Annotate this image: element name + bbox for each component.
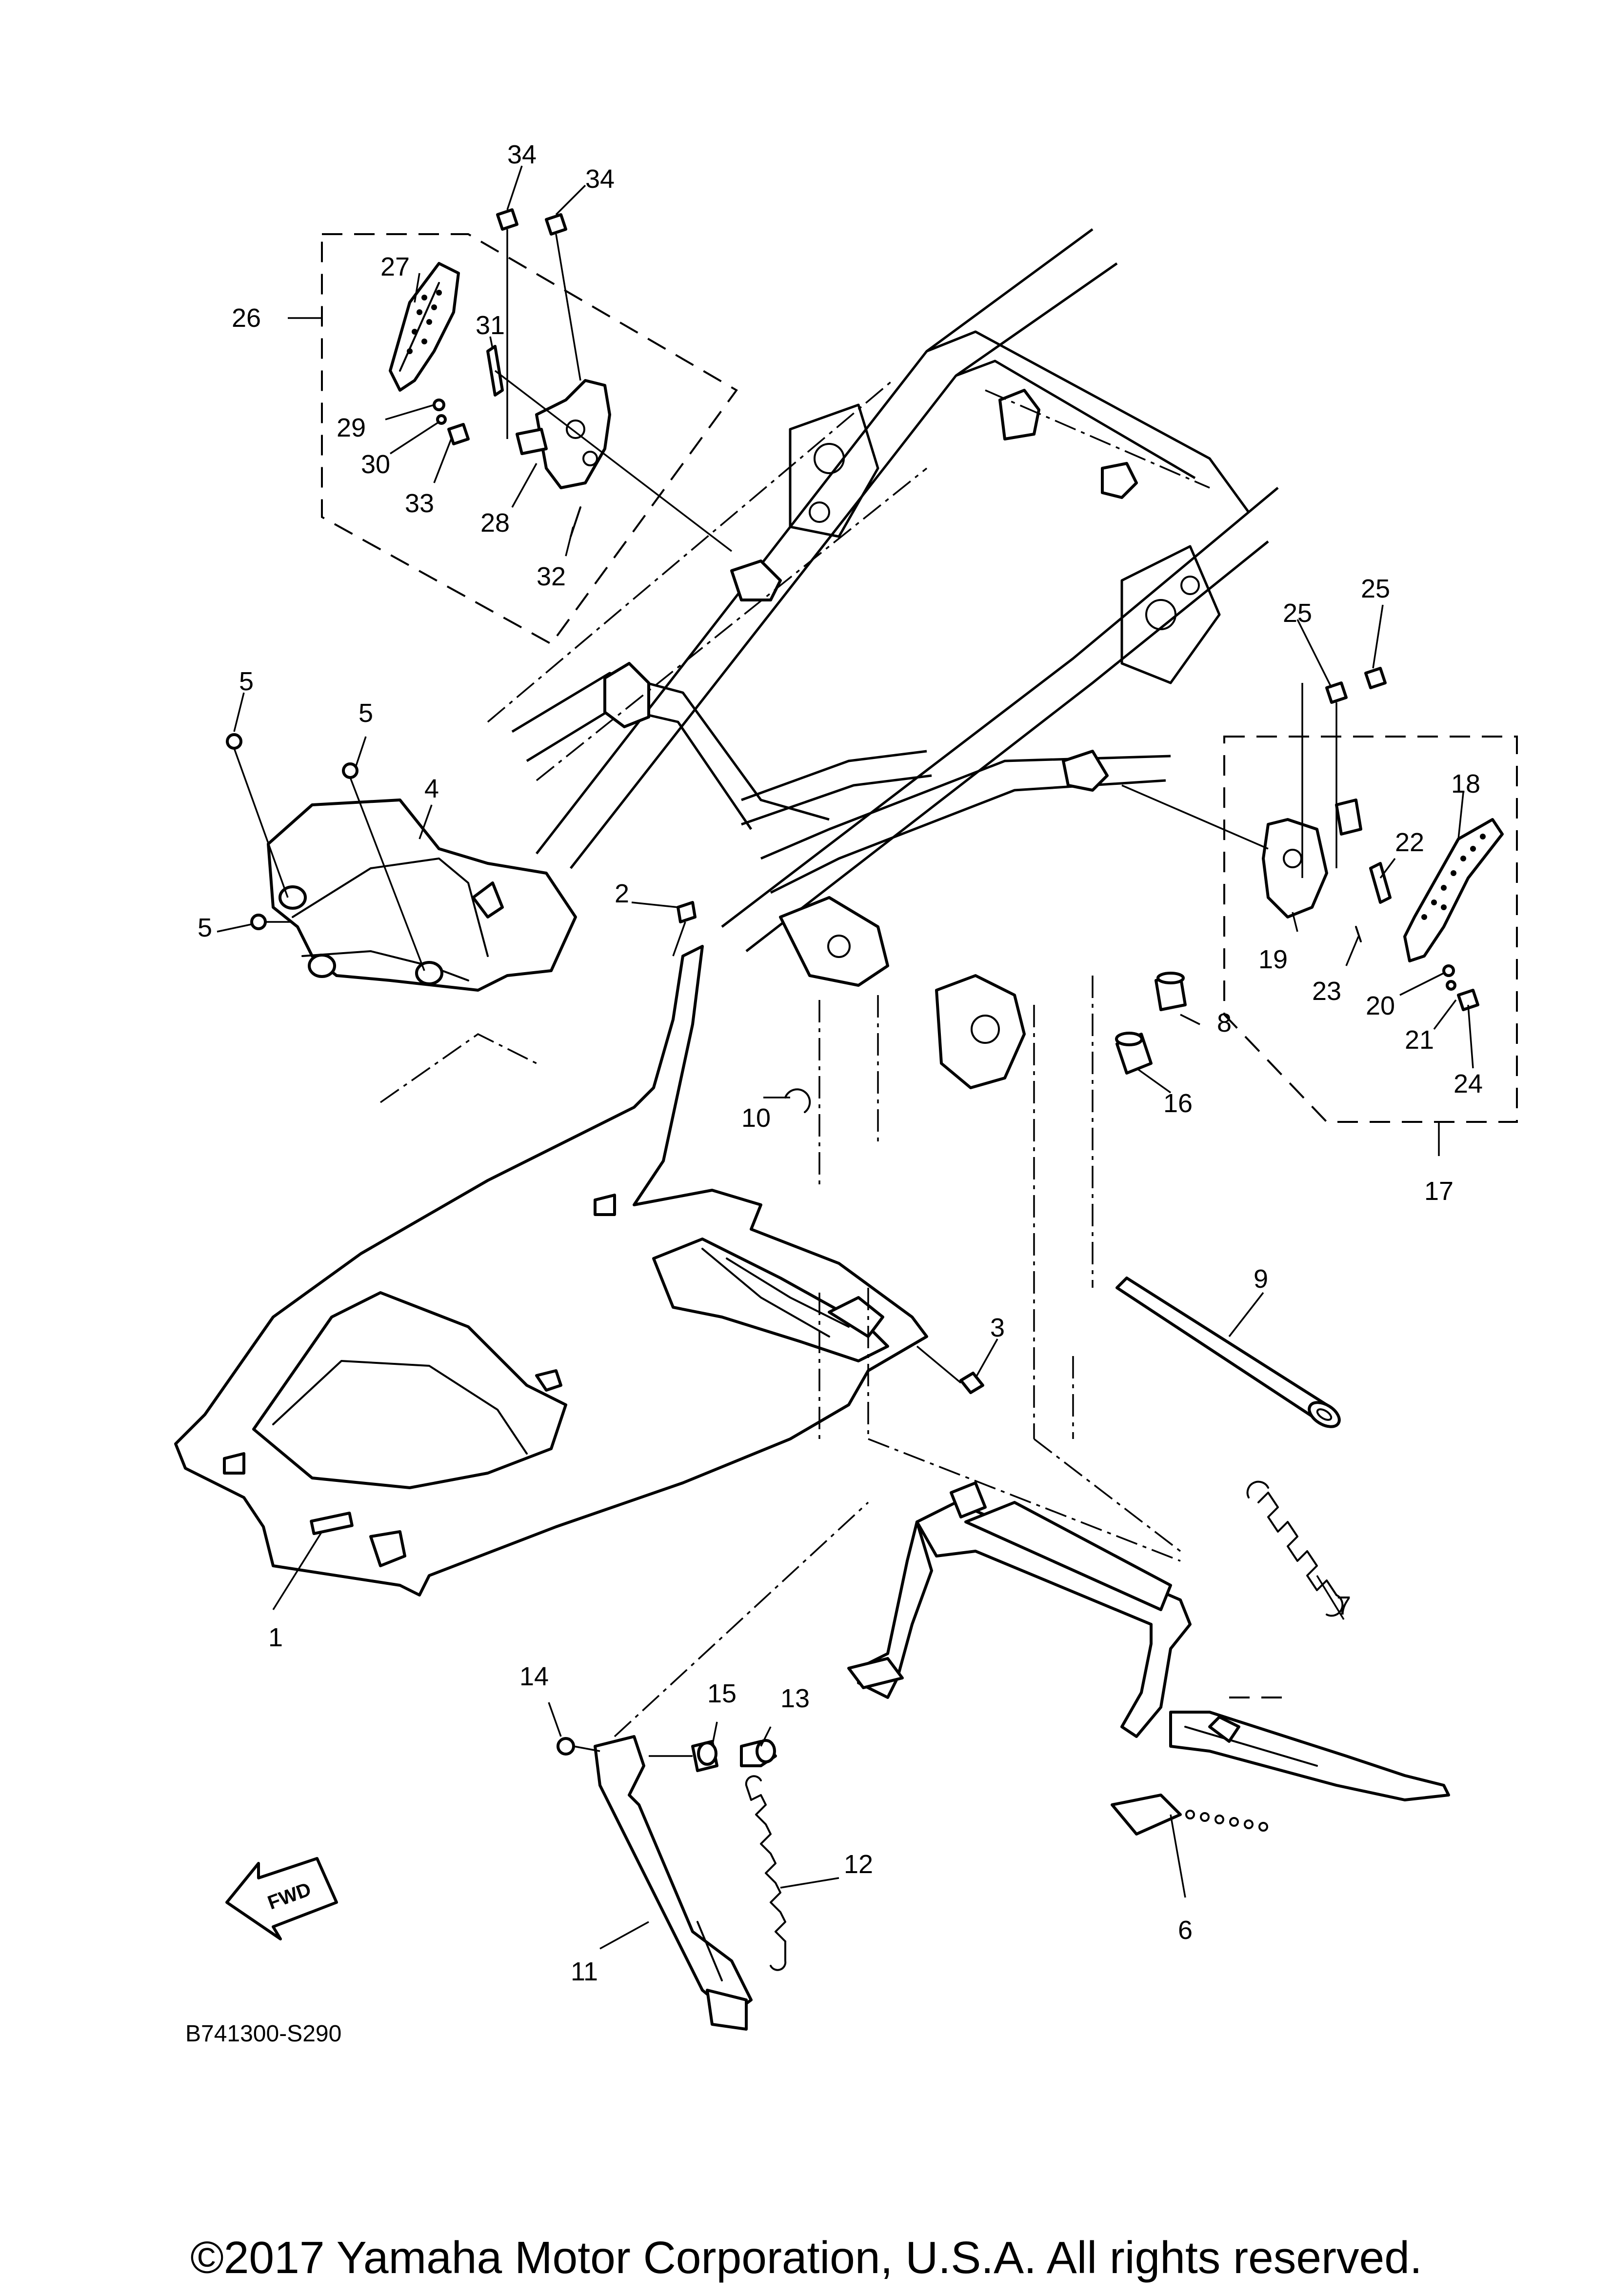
callout-23: 23 <box>1312 977 1341 1006</box>
forward-direction-arrow: FWD <box>225 1857 338 1940</box>
callout-29: 29 <box>337 413 366 442</box>
part-side-stand <box>594 1501 869 2031</box>
part-fasteners-13-15 <box>557 1737 777 1772</box>
drawing-code: B741300-S290 <box>185 2021 341 2047</box>
callout-24: 24 <box>1454 1069 1483 1098</box>
callout-20: 20 <box>1366 991 1395 1020</box>
callout-8: 8 <box>1217 1008 1232 1038</box>
part-footrest-right <box>1403 818 1504 962</box>
callout-34a: 34 <box>507 140 537 169</box>
callout-2: 2 <box>615 879 629 908</box>
callout-28: 28 <box>480 508 510 538</box>
part-footrest-bracket-right <box>1262 799 1362 918</box>
callout-34b: 34 <box>585 164 615 194</box>
callout-16: 16 <box>1163 1089 1193 1118</box>
part-small-hardware-right <box>1121 784 1479 1011</box>
group-26-outline <box>288 233 738 645</box>
part-bolts-34 <box>496 208 581 439</box>
callout-32: 32 <box>537 562 566 591</box>
callout-27: 27 <box>380 252 410 281</box>
callout-labels: 1 2 3 4 5 5 5 6 7 8 9 10 11 12 13 14 15 … <box>198 140 1483 1986</box>
callout-15: 15 <box>707 1679 737 1708</box>
callout-11: 11 <box>571 1957 598 1986</box>
part-side-cover <box>267 799 577 992</box>
callout-10: 10 <box>741 1103 771 1133</box>
callout-17: 17 <box>1424 1177 1454 1206</box>
callout-25a: 25 <box>1283 599 1312 628</box>
callout-33: 33 <box>405 489 434 518</box>
part-pivot-shaft <box>1033 976 1341 1439</box>
part-footrest-bracket-left <box>516 379 611 489</box>
part-clip <box>677 901 697 923</box>
callout-22: 22 <box>1395 828 1424 857</box>
callout-13: 13 <box>780 1684 810 1713</box>
part-bolt-3 <box>916 1345 984 1394</box>
part-bolts-25 <box>1301 667 1387 878</box>
callout-6: 6 <box>1178 1916 1193 1945</box>
callout-7: 7 <box>1336 1591 1351 1620</box>
callout-12: 12 <box>844 1850 873 1879</box>
callout-30: 30 <box>361 450 390 479</box>
callout-9: 9 <box>1254 1264 1268 1294</box>
part-screws <box>226 733 425 971</box>
callout-4: 4 <box>424 774 439 803</box>
part-under-cover <box>174 945 928 1597</box>
callout-5a: 5 <box>239 667 254 696</box>
callout-5b: 5 <box>358 699 373 728</box>
part-dampers <box>1115 972 1187 1075</box>
part-stand-spring <box>1229 1480 1344 1698</box>
copyright-notice: ©2017 Yamaha Motor Corporation, U.S.A. A… <box>190 2232 1422 2283</box>
callout-3: 3 <box>990 1313 1005 1342</box>
callout-19: 19 <box>1258 945 1288 974</box>
part-footrest-left <box>389 262 460 392</box>
part-main-stand <box>847 1438 1450 1836</box>
callout-leaders <box>217 165 1474 1950</box>
part-side-stand-spring <box>745 1775 787 1971</box>
callout-26: 26 <box>232 303 261 333</box>
part-circlip <box>784 1088 811 1113</box>
group-17-outline <box>1223 736 1518 1156</box>
callout-1: 1 <box>268 1623 283 1652</box>
callout-5c: 5 <box>198 913 212 942</box>
callout-21: 21 <box>1405 1025 1434 1055</box>
frame-assembly <box>487 228 1279 1089</box>
callout-25b: 25 <box>1361 574 1390 603</box>
callout-31: 31 <box>476 311 505 340</box>
callout-18: 18 <box>1451 769 1480 799</box>
callout-14: 14 <box>519 1662 549 1691</box>
